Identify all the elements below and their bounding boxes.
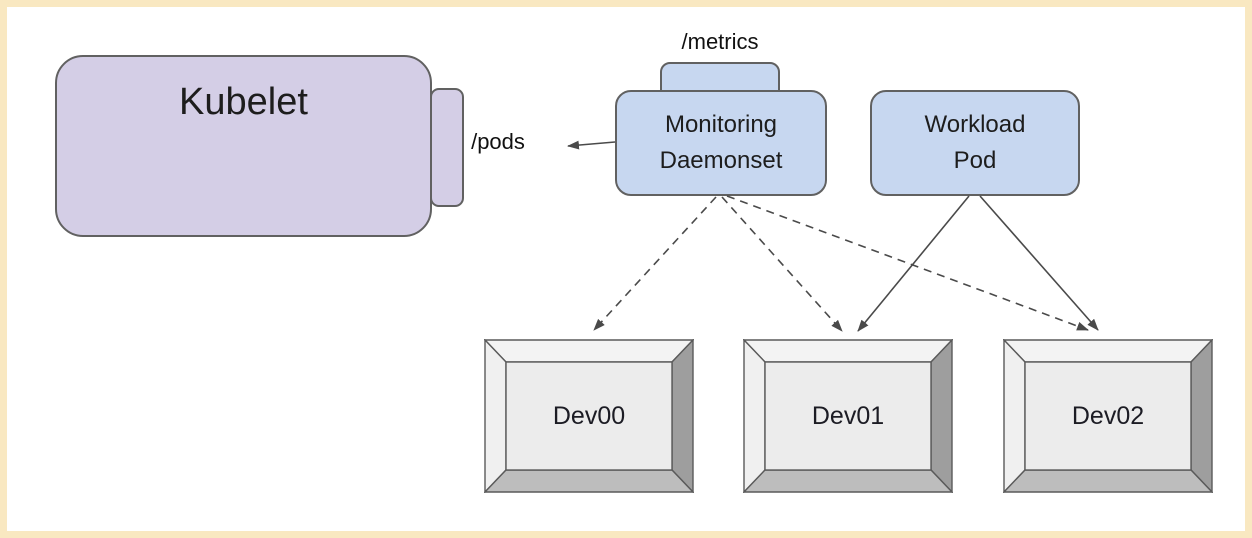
connector-workload-to-dev02: [979, 195, 1099, 331]
connector-monitoring-to-pods: [567, 140, 616, 150]
device-node-dev00: Dev00: [484, 339, 694, 493]
pods-endpoint-label: /pods: [471, 129, 525, 154]
device-label: Dev02: [1071, 401, 1145, 430]
device-node-dev02: Dev02: [1003, 339, 1213, 493]
kubelet-node: Kubelet: [55, 55, 432, 237]
workload-pod-node: Workload Pod: [870, 90, 1080, 196]
connector-monitoring-to-dev01: [721, 196, 843, 332]
kubelet-pods-port-tab: [430, 88, 464, 207]
device-node-dev01: Dev01: [743, 339, 953, 493]
monitoring-daemonset-label-line1: Monitoring: [664, 111, 778, 138]
device-label: Dev00: [552, 401, 626, 430]
connector-monitoring-to-dev02: [726, 195, 1089, 331]
device-label: Dev01: [811, 401, 885, 430]
metrics-endpoint-label: /metrics: [681, 29, 759, 54]
monitoring-daemonset-node: Monitoring Daemonset: [615, 90, 827, 196]
kubelet-label: Kubelet: [179, 81, 308, 123]
connector-workload-to-dev01: [857, 195, 970, 332]
monitoring-daemonset-label-line2: Daemonset: [659, 147, 783, 174]
workload-pod-label-line1: Workload: [924, 111, 1026, 138]
workload-pod-label-line2: Pod: [953, 147, 997, 174]
connector-monitoring-to-dev00: [593, 196, 717, 331]
